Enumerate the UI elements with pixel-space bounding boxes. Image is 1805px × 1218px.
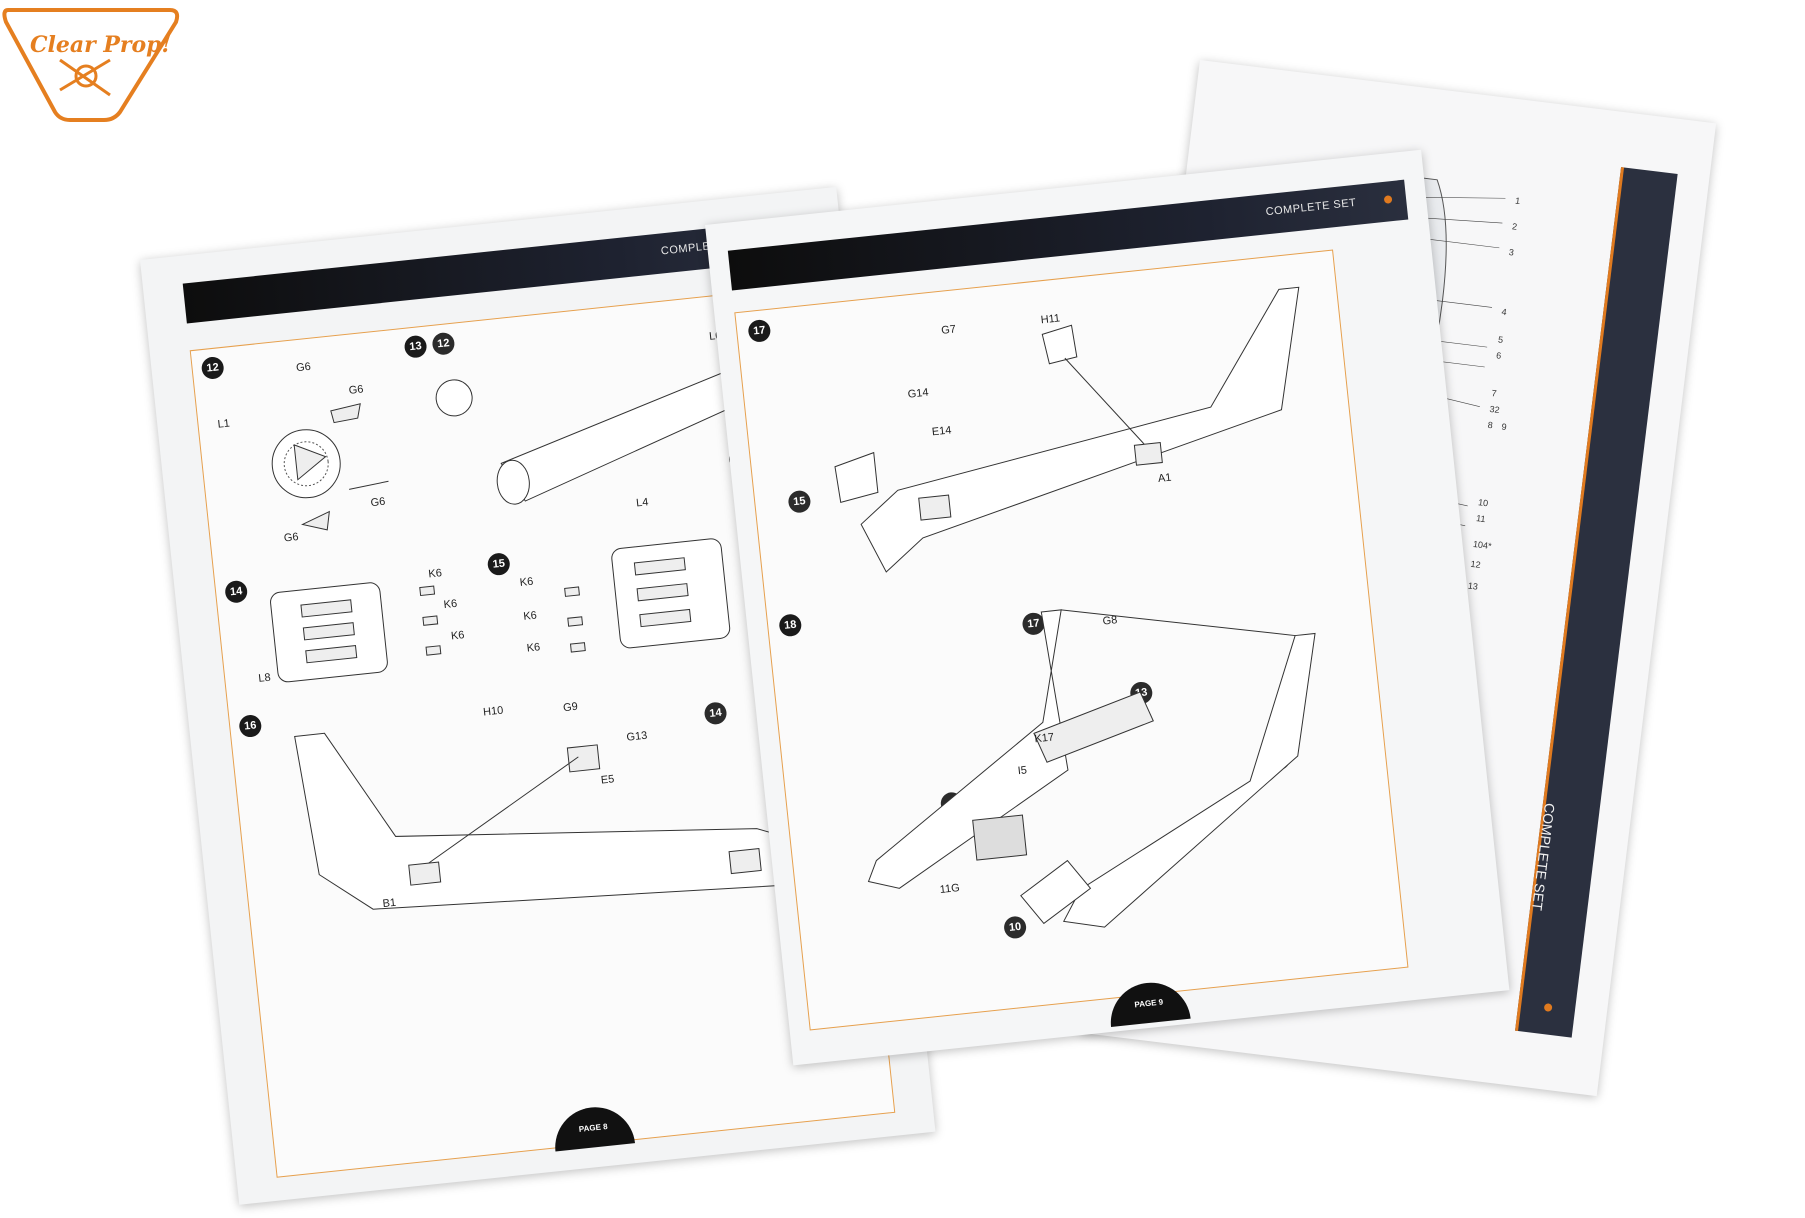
part-label: L1 — [217, 417, 231, 431]
step-15-badge: 15 — [486, 552, 511, 577]
step-18-panel: 18 17 13 6 16 10 G8 K17 I5 11G — [770, 548, 1402, 1023]
louver-panel-drawing — [270, 582, 442, 683]
part-label: G6 — [295, 360, 312, 375]
step-14-badge: 14 — [224, 579, 249, 604]
louver-panel-drawing — [564, 538, 731, 653]
exhaust-pipe-drawing — [435, 366, 757, 505]
part-label: 11G — [939, 882, 961, 897]
instruction-page-9: COMPLETE SET 17 15 G7 H11 G14 E14 A1 18 … — [705, 149, 1510, 1066]
part-label: E5 — [600, 773, 615, 787]
part-label: G6 — [370, 495, 386, 510]
fuselage-half-drawing — [294, 732, 810, 910]
part-label: A1 — [1157, 471, 1173, 486]
decal-callout-11: 11 — [1475, 513, 1487, 525]
part-label: G6 — [283, 530, 300, 545]
decal-callout-13: 13 — [1467, 580, 1479, 592]
part-label: I5 — [1017, 764, 1028, 778]
part-label: B1 — [382, 896, 397, 911]
step-16-badge: 16 — [238, 713, 263, 739]
step-18-badge: 18 — [778, 613, 803, 638]
logo-badge-icon: Clear Prop! — [2, 8, 180, 122]
part-label: K6 — [526, 641, 541, 655]
step-17-badge: 17 — [747, 318, 772, 343]
step-13-panel: 13 12 L6 H8 L4 — [397, 291, 826, 552]
engine-fan-drawing — [271, 403, 389, 531]
step-ref-12-badge: 12 — [431, 331, 456, 356]
part-label: L4 — [635, 496, 649, 510]
decal-callout-12: 12 — [1470, 558, 1482, 570]
step-13-badge: 13 — [403, 334, 428, 359]
part-label: K6 — [450, 629, 466, 643]
clear-prop-logo: Clear Prop! — [0, 0, 190, 130]
step-12-panel: 12 G6 G6 L1 G6 G6 — [194, 334, 416, 574]
step-14-panel: 14 K6 K6 K6 L8 — [218, 551, 490, 707]
header-dot-icon — [1381, 192, 1395, 207]
part-label: G7 — [940, 323, 957, 337]
decal-callout-104: 104* — [1472, 538, 1493, 552]
step-15-panel: 15 K6 K6 K6 L9 — [480, 515, 840, 681]
part-label: K6 — [519, 575, 534, 590]
part-label: G6 — [348, 383, 365, 397]
part-label: G8 — [1102, 614, 1118, 628]
part-label: L8 — [257, 671, 272, 685]
step-ref-15-badge: 15 — [787, 489, 812, 514]
part-label: K17 — [1033, 731, 1055, 746]
part-label: G14 — [907, 386, 930, 401]
band-dot-icon — [1540, 999, 1556, 1016]
step-12-badge: 12 — [200, 355, 225, 381]
part-label: K6 — [427, 567, 443, 581]
part-label: H10 — [482, 704, 504, 719]
step-16-panel: 16 14 H10 G9 G13 E5 B1 — [232, 649, 867, 962]
instruction-page-8: COMPLETE SET 12 G6 G6 L1 G6 G6 13 12 L6 — [140, 186, 936, 1205]
part-label: K6 — [522, 609, 538, 623]
band-title: COMPLETE SET — [1528, 802, 1558, 912]
step-17-panel: 17 15 G7 H11 G14 E14 A1 — [739, 254, 1358, 604]
part-label: K6 — [443, 597, 458, 612]
fuselage-half-drawing — [834, 286, 1300, 573]
part-label: E14 — [931, 424, 953, 439]
header-title: COMPLETE SET — [1265, 196, 1357, 219]
part-label: G9 — [562, 700, 579, 715]
decal-callout-10: 10 — [1477, 497, 1489, 509]
part-label: H11 — [1040, 312, 1061, 327]
decal-callout-32: 32 — [1489, 403, 1501, 416]
svg-text:Clear Prop!: Clear Prop! — [30, 32, 171, 58]
fuselage-assembly-drawing — [867, 609, 1316, 928]
part-label: G13 — [625, 729, 648, 744]
